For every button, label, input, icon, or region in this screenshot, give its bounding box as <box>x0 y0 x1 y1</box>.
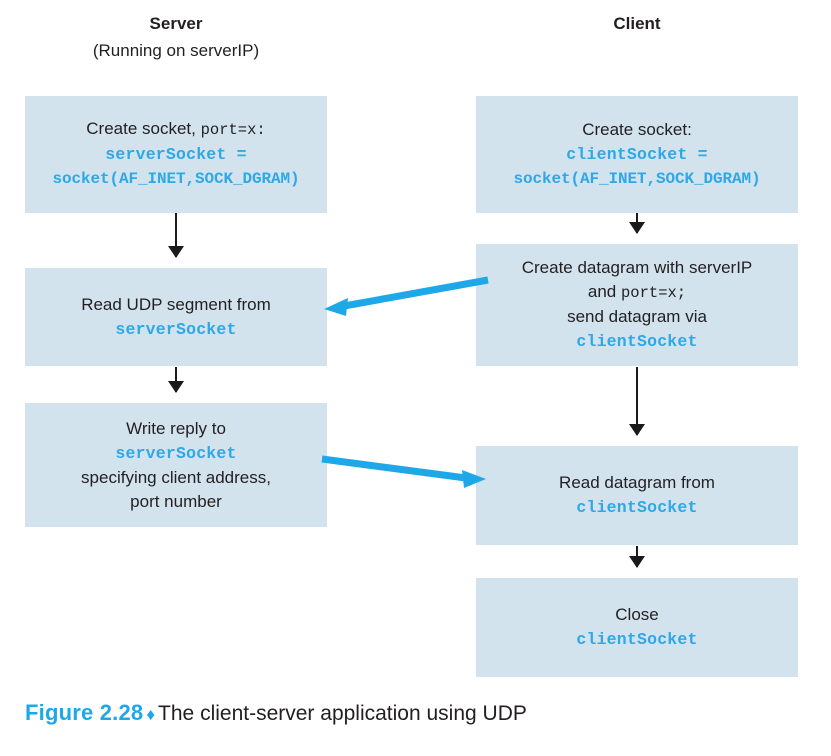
server-step1-line3: socket(AF_INET,SOCK_DGRAM) <box>52 170 300 188</box>
client-flow-arrow-1-icon <box>636 213 638 233</box>
server-step1-line1: Create socket, port=x: <box>86 119 266 139</box>
client-step1-line2: clientSocket = <box>566 144 708 164</box>
client-flow-arrow-2-icon <box>636 367 638 435</box>
client-step1-line1: Create socket: <box>582 119 692 139</box>
server-step3-line3: specifying client address, <box>81 467 271 487</box>
server-flow-arrow-1-icon <box>175 213 177 257</box>
client-step2-line3: send datagram via <box>567 307 707 326</box>
server-step1-port-code: port=x: <box>200 121 266 139</box>
client-step-create-socket: Create socket: clientSocket = socket(AF_… <box>476 96 798 213</box>
figure-caption-text: The client-server application using UDP <box>158 702 527 725</box>
client-step3-line1: Read datagram from <box>559 473 715 492</box>
figure-caption: Figure 2.28♦The client-server applicatio… <box>25 700 527 726</box>
client-title: Client <box>613 14 661 33</box>
diamond-icon: ♦ <box>146 705 156 724</box>
client-step3-line2: clientSocket <box>576 498 698 517</box>
server-step-write-reply: Write reply to serverSocket specifying c… <box>25 403 327 527</box>
server-column-header: Server (Running on serverIP) <box>25 10 327 64</box>
server-step3-line4: port number <box>130 491 222 511</box>
client-step-create-datagram: Create datagram with serverIP and port=x… <box>476 244 798 366</box>
client-step1-line3: socket(AF_INET,SOCK_DGRAM) <box>513 169 761 188</box>
server-step3-line2: serverSocket <box>115 443 237 463</box>
client-to-server-datagram-arrow-icon <box>324 276 489 316</box>
client-step-read-datagram: Read datagram from clientSocket <box>476 446 798 545</box>
server-step3-line1: Write reply to <box>126 418 226 438</box>
client-step2-port-code: port=x; <box>620 284 687 302</box>
figure-label: Figure 2.28 <box>25 700 144 725</box>
server-title: Server <box>149 14 203 33</box>
client-step-close-socket: Close clientSocket <box>476 578 798 677</box>
client-step2-line2: and port=x; <box>587 282 687 302</box>
server-step-read-udp-segment: Read UDP segment from serverSocket <box>25 268 327 366</box>
server-step2-line2: serverSocket <box>115 319 237 339</box>
server-flow-arrow-2-icon <box>175 367 177 392</box>
client-step2-line4: clientSocket <box>576 332 698 351</box>
client-step2-line1: Create datagram with serverIP <box>521 258 753 277</box>
client-step4-line2: clientSocket <box>576 630 698 649</box>
server-step1-line2: serverSocket = <box>105 145 247 164</box>
server-step-create-socket: Create socket, port=x: serverSocket = so… <box>25 96 327 213</box>
server-step2-line1: Read UDP segment from <box>81 294 271 314</box>
server-to-client-reply-arrow-icon <box>321 455 486 488</box>
server-subtitle: (Running on serverIP) <box>92 41 260 60</box>
client-flow-arrow-3-icon <box>636 546 638 567</box>
client-column-header: Client <box>476 10 798 37</box>
client-step4-line1: Close <box>615 605 659 624</box>
